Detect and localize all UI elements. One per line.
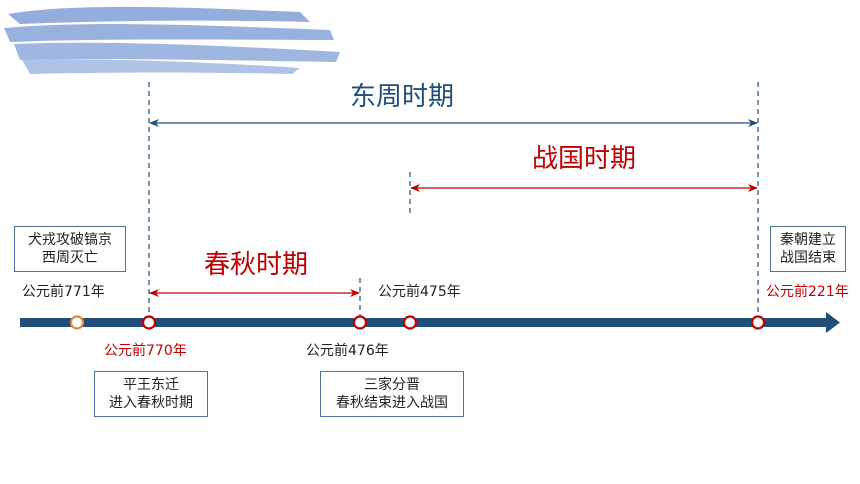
eastern-zhou-label: 东周时期 [350, 82, 455, 112]
spring-autumn-label: 春秋时期 [204, 250, 309, 280]
year-221-label: 公元前221年 [766, 284, 849, 300]
event-box-pingwang: 平王东迁 进入春秋时期 [94, 371, 208, 417]
event-xirong-line1: 犬戎攻破镐京 [28, 232, 112, 248]
event-xirong-line2: 西周灭亡 [42, 250, 98, 266]
year-475-label: 公元前475年 [378, 284, 461, 300]
event-pingwang-line2: 进入春秋时期 [109, 395, 193, 411]
brush-stroke-decoration [4, 6, 340, 74]
marker-771 [69, 315, 85, 330]
event-sanjia-line2: 春秋结束进入战国 [336, 395, 448, 411]
marker-770 [141, 315, 157, 330]
event-pingwang-line1: 平王东迁 [123, 377, 179, 393]
year-771-label: 公元前771年 [22, 284, 105, 300]
year-476-label: 公元前476年 [306, 343, 389, 359]
marker-475 [402, 315, 418, 330]
timeline-arrowhead [826, 312, 840, 333]
event-sanjia-line1: 三家分晋 [364, 377, 420, 393]
timeline-bar [20, 318, 828, 327]
event-box-xirong: 犬戎攻破镐京 西周灭亡 [14, 226, 126, 272]
year-770-label: 公元前770年 [104, 343, 187, 359]
event-box-qin: 秦朝建立 战国结束 [770, 226, 846, 272]
marker-221 [750, 315, 766, 330]
warring-states-label: 战国时期 [532, 144, 637, 174]
marker-476 [352, 315, 368, 330]
event-qin-line1: 秦朝建立 [780, 232, 836, 248]
event-qin-line2: 战国结束 [780, 250, 836, 266]
event-box-sanjia: 三家分晋 春秋结束进入战国 [320, 371, 464, 417]
